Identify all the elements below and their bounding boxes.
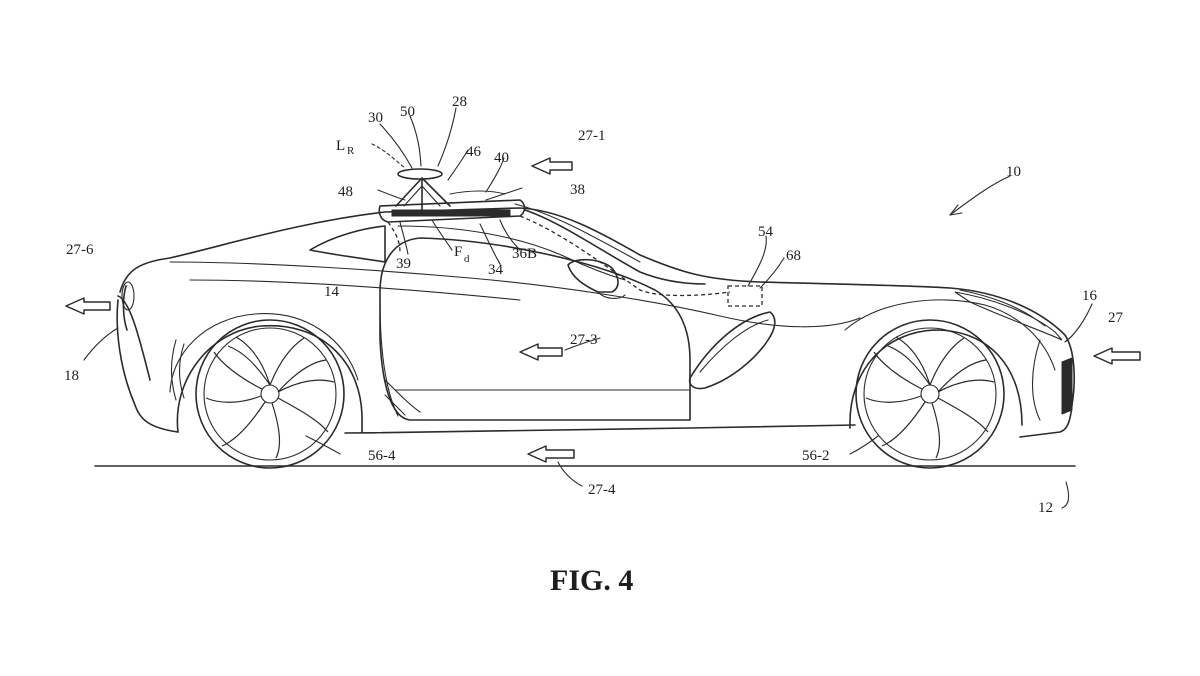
arrow-27-6 bbox=[65, 297, 111, 315]
label-16: 16 bbox=[1082, 288, 1098, 304]
front-wheel bbox=[855, 319, 1005, 469]
label-40: 40 bbox=[494, 150, 509, 166]
label-38: 38 bbox=[570, 182, 585, 198]
label-27-4: 27-4 bbox=[588, 482, 616, 498]
label-30: 30 bbox=[368, 110, 383, 126]
label-36B: 36B bbox=[512, 246, 537, 262]
car-body bbox=[116, 207, 1075, 438]
label-12: 12 bbox=[1038, 500, 1053, 516]
windows bbox=[309, 203, 706, 285]
label-34: 34 bbox=[488, 262, 504, 278]
rear-wheel bbox=[195, 319, 345, 469]
label-lift-L: L bbox=[336, 138, 345, 154]
label-28: 28 bbox=[452, 94, 467, 110]
arrow-27-4 bbox=[527, 445, 575, 463]
label-27-1: 27-1 bbox=[578, 128, 606, 144]
label-56-2: 56-2 bbox=[802, 448, 830, 464]
label-46: 46 bbox=[466, 144, 482, 160]
label-10: 10 bbox=[1006, 164, 1021, 180]
label-force-F: F bbox=[454, 244, 462, 260]
label-27: 27 bbox=[1108, 310, 1124, 326]
label-56-4: 56-4 bbox=[368, 448, 396, 464]
arrow-27-1 bbox=[531, 157, 573, 175]
arrow-27-3 bbox=[519, 343, 563, 361]
door bbox=[379, 237, 691, 421]
spoiler-assembly bbox=[378, 168, 731, 297]
labels: 10 16 27 12 27-6 18 14 30 50 28 27-1 46 … bbox=[64, 94, 1124, 597]
label-39: 39 bbox=[396, 256, 411, 272]
label-50: 50 bbox=[400, 104, 415, 120]
figure-caption: FIG. 4 bbox=[550, 564, 633, 597]
arrow-27 bbox=[1093, 347, 1141, 365]
leader-lines bbox=[83, 107, 1093, 509]
label-27-3: 27-3 bbox=[570, 332, 598, 348]
label-lift-sub: R bbox=[347, 145, 355, 157]
label-force-sub: d bbox=[464, 253, 470, 265]
label-68: 68 bbox=[786, 248, 801, 264]
label-48: 48 bbox=[338, 184, 353, 200]
label-54: 54 bbox=[758, 224, 774, 240]
label-27-6: 27-6 bbox=[66, 242, 94, 258]
controller-box bbox=[727, 285, 763, 307]
label-18: 18 bbox=[64, 368, 79, 384]
airflow-arrows bbox=[65, 157, 1141, 463]
label-14: 14 bbox=[324, 284, 340, 300]
